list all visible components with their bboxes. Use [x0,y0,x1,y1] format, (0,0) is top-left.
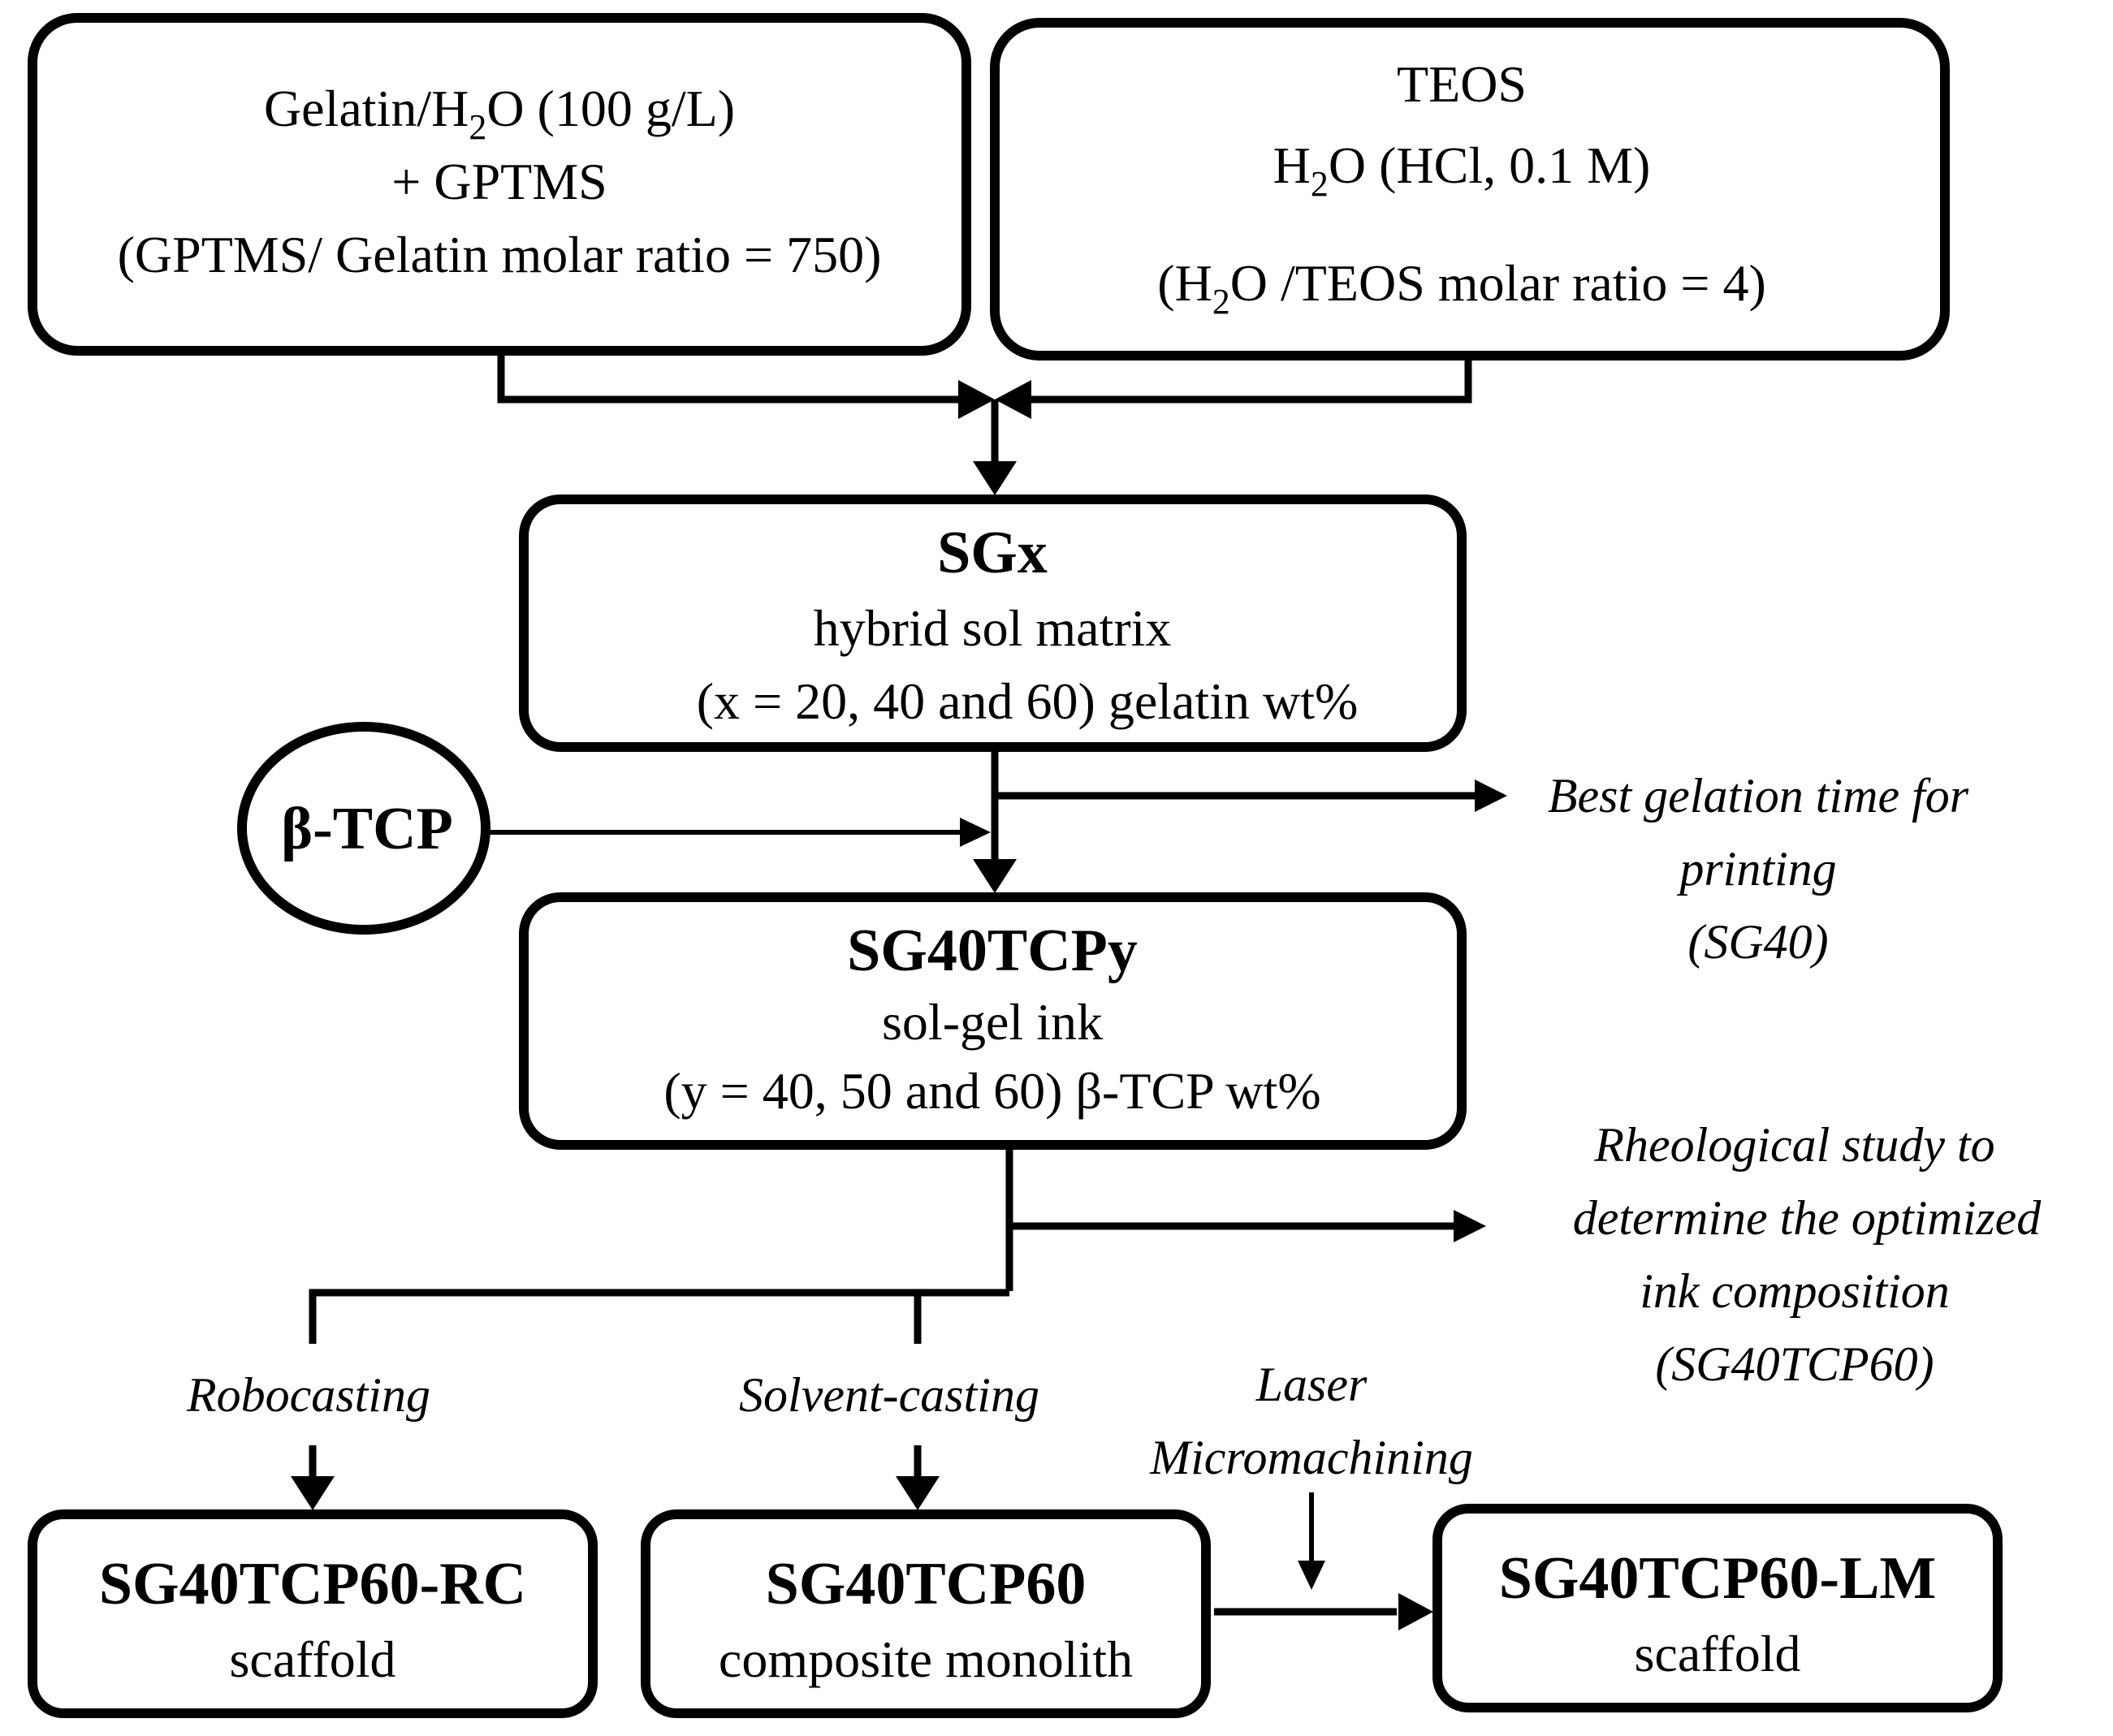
sg40tcpy-title: SG40TCPy [847,918,1138,984]
arrowhead-gelatin-merge [958,380,995,419]
box-sgx: SGx hybrid sol matrix (x = 20, 40 and 60… [519,494,1467,752]
arrowhead-laser [1298,1561,1325,1590]
gelation-note-line1: Best gelation time for [1548,769,1969,823]
connector-teos-merge [1027,357,1472,404]
box-sg40tcp60-monolith: SG40TCP60 composite monolith [641,1509,1211,1718]
box-sg40tcpy: SG40TCPy sol-gel ink (y = 40, 50 and 60)… [519,892,1467,1150]
rheology-note-line1: Rheological study to [1593,1118,1994,1172]
rheology-note-line3: ink composition [1640,1264,1950,1318]
teos-line3: (H2O /TEOS molar ratio = 4) [1157,254,1766,322]
mono-title: SG40TCP60 [766,1551,1087,1617]
process-laser-line1: Laser [1255,1358,1368,1411]
arrowhead-robocasting [291,1476,335,1510]
process-robocasting: Robocasting [186,1368,430,1422]
teos-line2: H2O (HCl, 0.1 M) [1273,136,1651,204]
arrowhead-rheology-note [1454,1210,1486,1242]
gelatin-line1: Gelatin/H2O (100 g/L) [264,80,735,147]
arrowhead-teos-merge [995,380,1031,419]
box-teos: TEOS H2O (HCl, 0.1 M) (H2O /TEOS molar r… [990,18,1950,361]
btcp-label: β-TCP [281,796,453,862]
box-sg40tcp60-lm: SG40TCP60-LM scaffold [1432,1504,2003,1712]
circle-btcp: β-TCP [237,722,490,935]
connector-gelatin-merge [497,356,962,404]
rc-title: SG40TCP60-RC [99,1551,526,1617]
arrowhead-to-lm [1398,1593,1433,1630]
arrowhead-btcp [960,818,991,847]
lm-title: SG40TCP60-LM [1499,1545,1937,1612]
sg40tcpy-line2: sol-gel ink [882,993,1103,1051]
box-sg40tcp60-rc: SG40TCP60-RC scaffold [28,1509,598,1718]
arrowhead-to-sgx [973,461,1017,495]
note-gelation: Best gelation time for printing (SG40) [1548,769,1969,969]
connector-split [309,1289,1009,1344]
box-gelatin-gptms: Gelatin/H2O (100 g/L) + GPTMS (GPTMS/ Ge… [28,13,971,356]
sgx-line2: hybrid sol matrix [814,599,1172,657]
sgx-title: SGx [937,520,1048,586]
sg40tcpy-line3: (y = 40, 50 and 60) β-TCP wt% [663,1062,1320,1120]
mono-line2: composite monolith [719,1630,1133,1688]
rheology-note-line4: (SG40TCP60) [1655,1337,1934,1391]
process-laser-line2: Micromachining [1149,1431,1473,1484]
arrowhead-gelation-note [1475,779,1507,812]
lm-line2: scaffold [1635,1625,1801,1682]
rc-line2: scaffold [230,1630,396,1688]
gelation-note-line2: printing [1676,842,1836,896]
teos-line1: TEOS [1397,55,1527,113]
gelatin-line3: (GPTMS/ Gelatin molar ratio = 750) [118,226,882,283]
gelation-note-line3: (SG40) [1687,915,1828,969]
arrowhead-solvent-casting [896,1476,940,1510]
connectors [291,356,1507,1630]
gelatin-line2: + GPTMS [391,153,607,210]
sgx-line3: (x = 20, 40 and 60) gelatin wt% [697,672,1359,730]
arrowhead-to-ink [973,859,1017,893]
process-solvent-casting: Solvent-casting [739,1368,1039,1422]
rheology-note-line2: determine the optimized [1573,1191,2042,1245]
note-rheology: Rheological study to determine the optim… [1573,1118,2042,1391]
